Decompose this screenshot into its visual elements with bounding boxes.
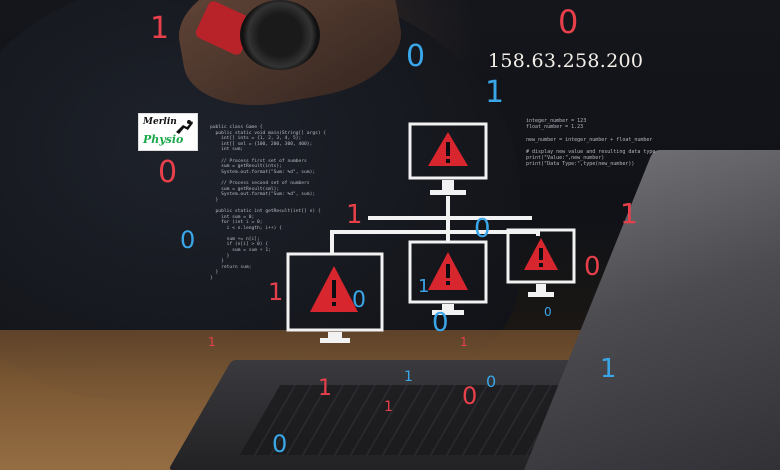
binary-digit: 1 xyxy=(620,197,638,230)
binary-digit: 1 xyxy=(268,278,284,306)
code-snippet-java: public class Game { public static void m… xyxy=(210,125,327,282)
code-line: new_number = integer_number + float_numb… xyxy=(526,136,653,143)
binary-digit: 0 xyxy=(486,372,497,391)
logo-line2: Physio xyxy=(143,133,184,146)
code-line: print("Value:",new_number) xyxy=(526,155,605,162)
tree-drop-mid xyxy=(446,218,450,242)
monitor-warning-icon xyxy=(408,240,488,315)
binary-digit: 0 xyxy=(158,155,178,190)
tree-crossbar-top xyxy=(368,216,532,220)
tree-crossbar-low xyxy=(330,230,540,234)
monitor-middle xyxy=(408,240,488,320)
laptop-keyboard xyxy=(239,385,571,455)
monitor-left xyxy=(286,252,384,344)
binary-digit: 1 xyxy=(418,276,430,297)
binary-digit: 1 xyxy=(404,369,413,385)
binary-digit: 1 xyxy=(485,75,505,110)
monitor-warning-icon xyxy=(506,228,576,297)
code-line: float_number = 1.23 xyxy=(526,124,584,131)
binary-digit: 1 xyxy=(600,354,617,384)
tree-drop-left xyxy=(330,230,334,254)
monitor-right xyxy=(506,228,576,302)
binary-digit: 0 xyxy=(180,226,196,254)
binary-digit: 1 xyxy=(208,335,216,349)
binary-digit: 1 xyxy=(318,376,332,401)
binary-digit: 1 xyxy=(150,11,170,46)
monitor-top xyxy=(408,122,488,200)
binary-digit: 0 xyxy=(558,3,579,41)
ip-address: 158.63.258.200 xyxy=(488,50,644,72)
laptop-screen xyxy=(520,150,780,470)
monitor-warning-icon xyxy=(408,122,488,195)
binary-digit: 0 xyxy=(584,252,601,282)
code-line: # display new value and resulting data t… xyxy=(526,149,656,156)
binary-digit: 0 xyxy=(406,39,426,74)
code-line: print("Data Type:",type(new_number)) xyxy=(526,161,635,168)
tree-trunk xyxy=(446,196,450,218)
binary-digit: 1 xyxy=(384,399,393,415)
binary-digit: 0 xyxy=(544,305,552,319)
monitor-warning-icon xyxy=(286,252,384,343)
merlin-physio-logo: Merlin Physio xyxy=(138,113,198,151)
wristwatch xyxy=(240,0,320,70)
tree-drop-right xyxy=(536,230,540,236)
binary-digit: 0 xyxy=(462,382,478,410)
binary-digit: 1 xyxy=(346,200,363,230)
running-figure-icon xyxy=(176,120,193,134)
logo-line1: Merlin xyxy=(143,117,177,127)
binary-digit: 0 xyxy=(474,214,491,244)
binary-digit: 1 xyxy=(460,335,468,349)
binary-digit: 0 xyxy=(272,430,288,458)
binary-digit: 0 xyxy=(432,308,449,338)
binary-digit: 0 xyxy=(352,288,366,313)
code-line: integer_number = 123 xyxy=(526,118,587,124)
